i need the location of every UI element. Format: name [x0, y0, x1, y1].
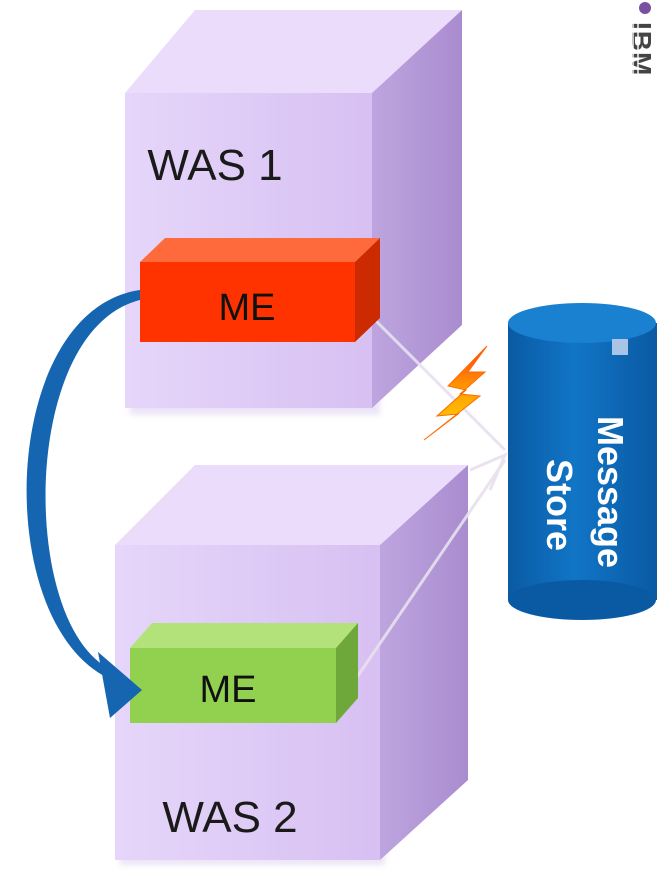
ibm-logo-text: IBM	[626, 22, 657, 76]
lightning-bolt-icon	[423, 345, 488, 441]
ibm-logo: IBM	[622, 2, 657, 95]
globe-icon	[639, 2, 651, 14]
server-was1-label: WAS 1	[147, 141, 282, 190]
server-was1-top	[125, 10, 462, 93]
server-was2-side	[380, 465, 468, 860]
message-store-top	[508, 303, 656, 343]
message-store-label-line2: Store	[539, 459, 580, 551]
store-connection-lines	[353, 313, 508, 681]
engine-was1-label: ME	[219, 287, 276, 329]
messaging-engine-was1: ME	[140, 238, 380, 342]
server-was1: WAS 1	[125, 10, 462, 415]
message-store-label-line1: Message	[590, 416, 631, 568]
server-was1-side	[372, 10, 462, 408]
server-was2-top	[115, 465, 468, 545]
failover-arrowhead-icon	[98, 652, 142, 718]
message-store-indicator	[612, 339, 628, 355]
failover-arrow	[26, 290, 142, 718]
messaging-engine-was2: ME	[130, 623, 358, 723]
engine-was2-label: ME	[200, 669, 257, 711]
message-store: Message Store	[508, 303, 657, 620]
server-was2-label: WAS 2	[162, 793, 297, 842]
